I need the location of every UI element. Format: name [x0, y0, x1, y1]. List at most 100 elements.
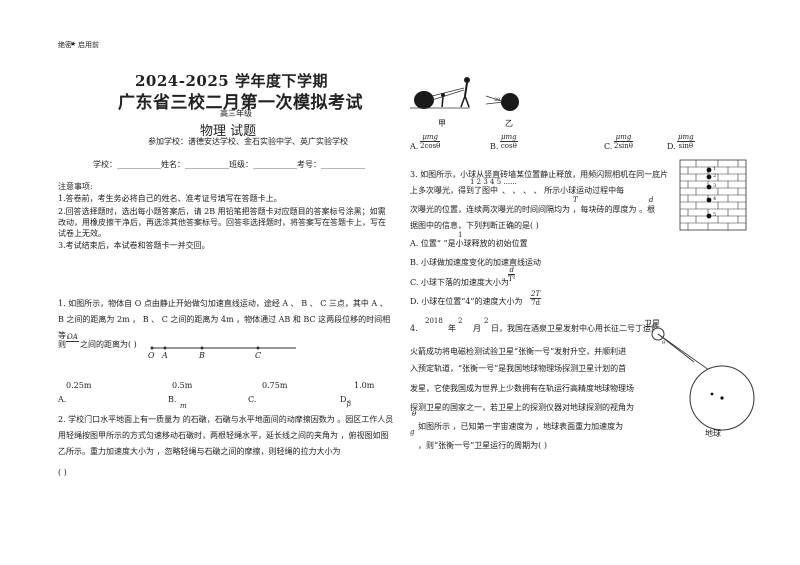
q3-option-b[interactable]: B. 小球做加速度变化的加速直线运动 — [410, 258, 541, 267]
q4-sym-theta: θ — [412, 410, 417, 418]
satellite-label: 卫星 — [644, 319, 660, 328]
frac-den: sinθ — [678, 142, 694, 150]
ball-position-5 — [706, 213, 712, 219]
q3-line1: 3. 如图所示，小球从竖直砖墙某位置静止释放，用频闪照相机在同一底片 — [410, 170, 669, 179]
q3-option-a[interactable]: A. 位置“ ”是小球释放的初始位置 — [410, 239, 528, 248]
q4-line3: 入预定轨道，“张衡一号”是我国地球物理场探测卫星计划的首 — [410, 364, 627, 373]
wall-label-3: 3 — [713, 183, 717, 189]
q2-fig-label-yi: 乙 — [505, 119, 513, 128]
point-c-dot — [256, 346, 260, 350]
title-year: 2024-2025 学年度下学期 — [135, 72, 328, 90]
frac-num: 2T — [530, 290, 542, 299]
q3-position-numbers: 1 2 3 4 5 ...... — [470, 178, 517, 186]
q4-prefix: 4. — [410, 324, 418, 333]
earth-center-dot — [720, 396, 724, 400]
svg-text:θ: θ — [662, 340, 665, 346]
q1-option-d[interactable]: D. — [340, 395, 349, 404]
frac-num: μmg — [614, 133, 634, 142]
q2-option-c[interactable]: C. — [604, 142, 613, 151]
q1-text-end-a: 则 — [58, 340, 66, 349]
enable-label: 启用前 — [78, 41, 99, 49]
q2-paren: ( ) — [58, 468, 67, 477]
q3-line3: 次曝光的位置，连续两次曝光的时间间隔均为 ，每块砖的厚度为 。根 — [410, 205, 656, 214]
q2-option-a[interactable]: A. — [410, 142, 419, 151]
wall-label-1: 1 — [713, 166, 717, 172]
frac-num: μmg — [677, 133, 695, 142]
q4-mid2: 月 — [473, 324, 481, 333]
note-item: 1.答卷前，考生务必将自己的姓名、准考证号填写在答题卡上。 — [58, 194, 282, 203]
frac-den: cosθ — [500, 142, 517, 150]
point-a-label: A — [162, 351, 168, 360]
grade-label: 高三年级 — [220, 109, 252, 118]
q2-figure: 2θ — [410, 77, 519, 111]
q1-frac-num: OA — [66, 333, 79, 342]
point-c-label: C — [255, 351, 262, 360]
q1-text-end-b: 之间的距离为( ) — [80, 340, 137, 349]
q2-option-d[interactable]: D. — [667, 142, 676, 151]
frac-num: d — [508, 266, 516, 275]
wall-label-2: 2 — [713, 173, 717, 179]
frac-den: 2sinθ — [614, 142, 634, 150]
q3-option-d[interactable]: D. 小球在位置“4”的速度大小为 — [410, 297, 523, 306]
point-o-label: O — [148, 351, 155, 360]
subject-title: 物理 试题 — [200, 124, 257, 139]
q1-option-c[interactable]: C. — [248, 395, 257, 404]
satellite-earth-figure: θ — [651, 327, 755, 431]
student-info-line: 学校：___________姓名：___________班级：_________… — [93, 160, 365, 169]
ball-position-2 — [706, 174, 712, 180]
q1-option-a[interactable]: A. — [58, 395, 67, 404]
ball-position-1 — [706, 167, 712, 173]
ball-position-3 — [706, 184, 712, 190]
frac-den: T² — [508, 275, 516, 283]
brick-wall-figure — [679, 159, 747, 231]
q4-line2: 火箭成功将电磁检测试验卫星“张衡一号”发射升空，并顺利进 — [410, 347, 627, 356]
wall-label-4: 4 — [713, 196, 717, 202]
q2-fig-label-jia: 甲 — [438, 119, 446, 128]
point-b-label: B — [199, 351, 205, 360]
frac-num: μmg — [500, 133, 518, 142]
frac-den: 2cosθ — [420, 142, 441, 150]
q4-line4: 发星，它使我国成为世界上少数拥有在轨运行高精度地球物理场 — [410, 384, 634, 393]
q4-month: 2 — [458, 317, 463, 325]
stone-block-icon — [414, 91, 434, 109]
q1-option-b[interactable]: B. — [168, 395, 177, 404]
point-o-dot — [150, 346, 154, 350]
person-icon — [464, 77, 470, 83]
q1-text: 1. 如图所示，物体自 O 点由静止开始做匀加速直线运动，途经 A 、 B 、 … — [58, 299, 391, 340]
star-icon: ★ — [70, 40, 77, 48]
q3-sym-t: T — [573, 196, 578, 204]
ball-position-4 — [706, 197, 712, 203]
q3-opt-a-num: 1 — [458, 231, 463, 239]
q2-text: 2. 学校门口水平地面上有一质量为 的石礅，石礅与水平地面间的动摩擦因数为 。园… — [58, 415, 394, 456]
q1-fraction-oa: OA — [66, 333, 79, 352]
q4-day: 2 — [484, 317, 489, 325]
q1-option-b-value: 0.5m — [172, 381, 193, 390]
q4-sym-g: g — [410, 428, 415, 436]
svg-text:2θ: 2θ — [494, 97, 500, 103]
stone-top-view-icon — [501, 93, 519, 111]
q3-sym-d: d — [649, 196, 654, 204]
notes-heading: 注意事项: — [58, 182, 93, 191]
q3-line2: 上多次曝光，得到了图中 — [410, 186, 498, 195]
q1-option-d-value: 1.0m — [354, 381, 375, 390]
q3-line2b: 、 、 、 、 所示小球运动过程中每 — [502, 186, 625, 195]
q1-option-a-value: 0.25m — [66, 381, 92, 390]
q3-option-c[interactable]: C. 小球下落的加速度大小为 — [410, 278, 509, 287]
q4-line1: 日，我国在酒泉卫星发射中心用长征二号丁运载 — [491, 324, 659, 333]
q1-option-b-unit: m — [180, 402, 187, 410]
schools-line: 参加学校：谱德安达学校、金石实验中学、英广实验学校 — [148, 137, 348, 146]
frac-den: 7d — [531, 299, 541, 307]
point-b-dot — [200, 346, 204, 350]
q4-year: 2018 — [425, 317, 443, 325]
secret-label: 绝密 — [58, 41, 72, 49]
wall-label-5: 5 — [713, 212, 717, 218]
q1-option-c-value: 0.75m — [262, 381, 288, 390]
q2-option-b[interactable]: B. — [490, 142, 499, 151]
note-item: 3.考试结束后，本试卷和答题卡一并交回。 — [58, 241, 210, 250]
q3-line4: 据图中的信息，下列判断正确的是( ) — [410, 221, 539, 230]
earth-label: 地球 — [705, 429, 721, 438]
